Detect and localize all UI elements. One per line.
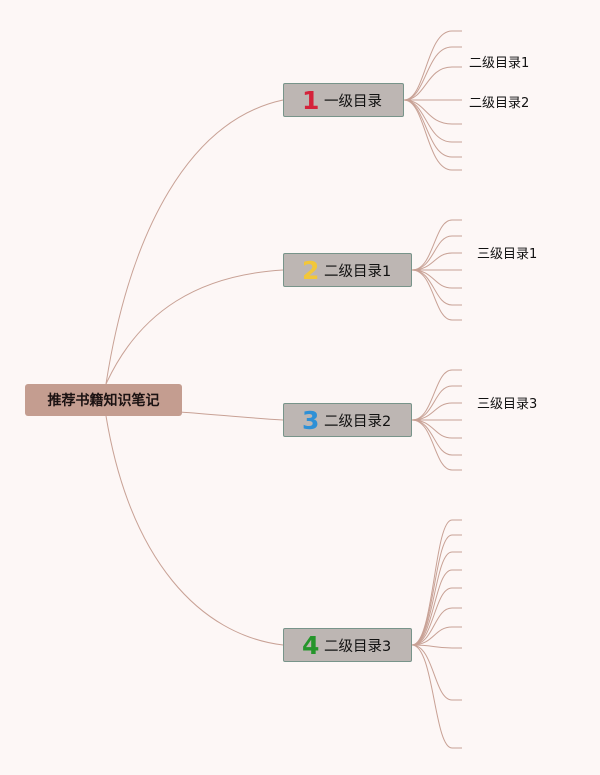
branch-4-leaf-link-4 xyxy=(411,569,462,646)
branch-2-leaf-link-7 xyxy=(411,269,462,321)
branch-3-leaf-link-3 xyxy=(411,402,462,421)
branch-4-leaf-link-8 xyxy=(411,644,462,649)
branch-1-leaf-link-7 xyxy=(403,99,462,158)
branch-node-3[interactable]: 3 二级目录2 xyxy=(283,403,412,437)
root-to-branch-1-link xyxy=(105,99,284,385)
leaf-label[interactable]: 三级目录3 xyxy=(477,397,538,412)
branch-4-leaf-link-2 xyxy=(411,534,462,646)
branch-1-leaf-link-6 xyxy=(403,99,462,143)
branch-label: 二级目录3 xyxy=(324,638,392,655)
number-badge-1-icon: 1 xyxy=(302,85,320,115)
leaf-label[interactable]: 二级目录2 xyxy=(469,96,530,111)
root-node[interactable]: 推荐书籍知识笔记 xyxy=(25,384,182,416)
number-badge-2-icon: 2 xyxy=(302,255,320,285)
leaf-label[interactable]: 二级目录1 xyxy=(469,56,530,71)
root-to-branch-2-link xyxy=(105,269,284,385)
branch-2-leaf-link-2 xyxy=(411,235,462,271)
branch-2-leaf-link-3 xyxy=(411,252,462,271)
branch-1-leaf-link-1 xyxy=(403,30,462,101)
branch-node-2[interactable]: 2 二级目录1 xyxy=(283,253,412,287)
root-to-branch-3-link xyxy=(179,411,284,421)
branch-label: 二级目录1 xyxy=(324,263,392,280)
branch-4-leaf-link-6 xyxy=(411,607,462,646)
branch-4-leaf-link-1 xyxy=(411,519,462,646)
branch-3-leaf-link-7 xyxy=(411,419,462,471)
branch-node-4[interactable]: 4 二级目录3 xyxy=(283,628,412,662)
branch-1-leaf-link-8 xyxy=(403,99,462,171)
branch-label: 一级目录 xyxy=(324,93,382,110)
branch-1-leaf-link-5 xyxy=(403,99,462,125)
branch-4-leaf-link-7 xyxy=(411,626,462,646)
branch-3-leaf-link-1 xyxy=(411,369,462,421)
branch-4-leaf-link-5 xyxy=(411,587,462,646)
branch-4-leaf-link-9 xyxy=(411,644,462,701)
branch-4-leaf-link-10 xyxy=(411,644,462,749)
number-badge-3-icon: 3 xyxy=(302,405,320,435)
branch-1-leaf-link-2 xyxy=(403,46,462,101)
branch-label: 二级目录2 xyxy=(324,413,392,430)
leaf-label[interactable]: 三级目录1 xyxy=(477,247,538,262)
branch-3-leaf-link-2 xyxy=(411,385,462,421)
branch-1-leaf-link-3 xyxy=(403,66,462,101)
root-label: 推荐书籍知识笔记 xyxy=(47,393,160,409)
branch-4-leaf-link-3 xyxy=(411,551,462,646)
branch-node-1[interactable]: 1 一级目录 xyxy=(283,83,404,117)
number-badge-4-icon: 4 xyxy=(302,630,320,660)
branch-2-leaf-link-1 xyxy=(411,219,462,271)
root-to-branch-4-link xyxy=(105,415,284,646)
